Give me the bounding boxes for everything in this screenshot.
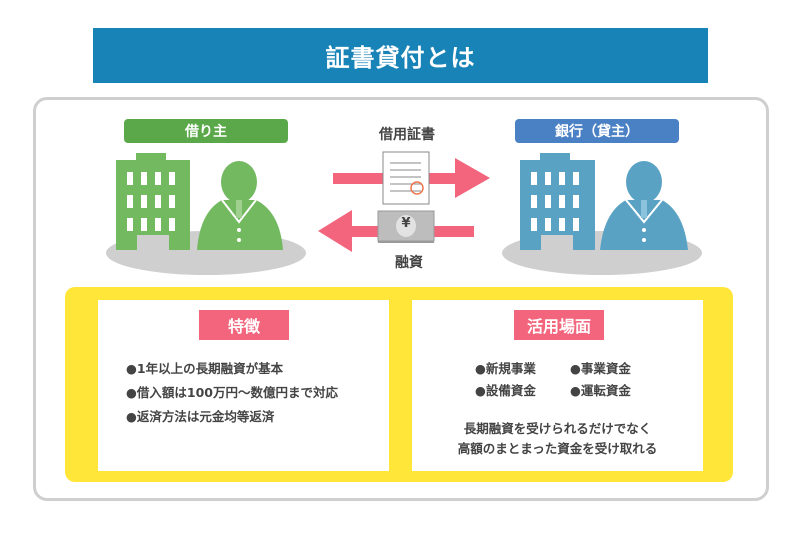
use-item: ●新規事業 xyxy=(475,361,536,376)
document-label: 借用証書 xyxy=(379,127,435,143)
uses-heading: 活用場面 xyxy=(514,310,604,340)
loan-label: 融資 xyxy=(395,255,423,271)
use-item: ●設備資金 xyxy=(475,383,536,398)
page-title: 証書貸付とは xyxy=(93,28,708,83)
borrower-person-icon xyxy=(197,161,283,250)
features-heading: 特徴 xyxy=(199,310,289,340)
use-item: ●事業資金 xyxy=(570,361,631,376)
feature-item: ●返済方法は元金均等返済 xyxy=(126,409,275,424)
uses-note-line: 長期融資を受けられるだけでなく xyxy=(463,421,652,436)
feature-item: ●1年以上の長期融資が基本 xyxy=(126,361,284,376)
borrower-label: 借り主 xyxy=(124,119,288,143)
yen-symbol: ¥ xyxy=(401,216,411,231)
lender-person-icon xyxy=(600,161,688,250)
use-item: ●運転資金 xyxy=(570,383,631,398)
document-icon xyxy=(382,151,430,205)
uses-note-line: 高額のまとまった資金を受け取れる xyxy=(457,441,658,456)
money-bundle-icon xyxy=(377,210,435,243)
lender-label: 銀行（貸主） xyxy=(515,119,679,143)
diagram-frame xyxy=(33,97,769,501)
feature-item: ●借入額は100万円～数億円まで対応 xyxy=(126,385,339,400)
